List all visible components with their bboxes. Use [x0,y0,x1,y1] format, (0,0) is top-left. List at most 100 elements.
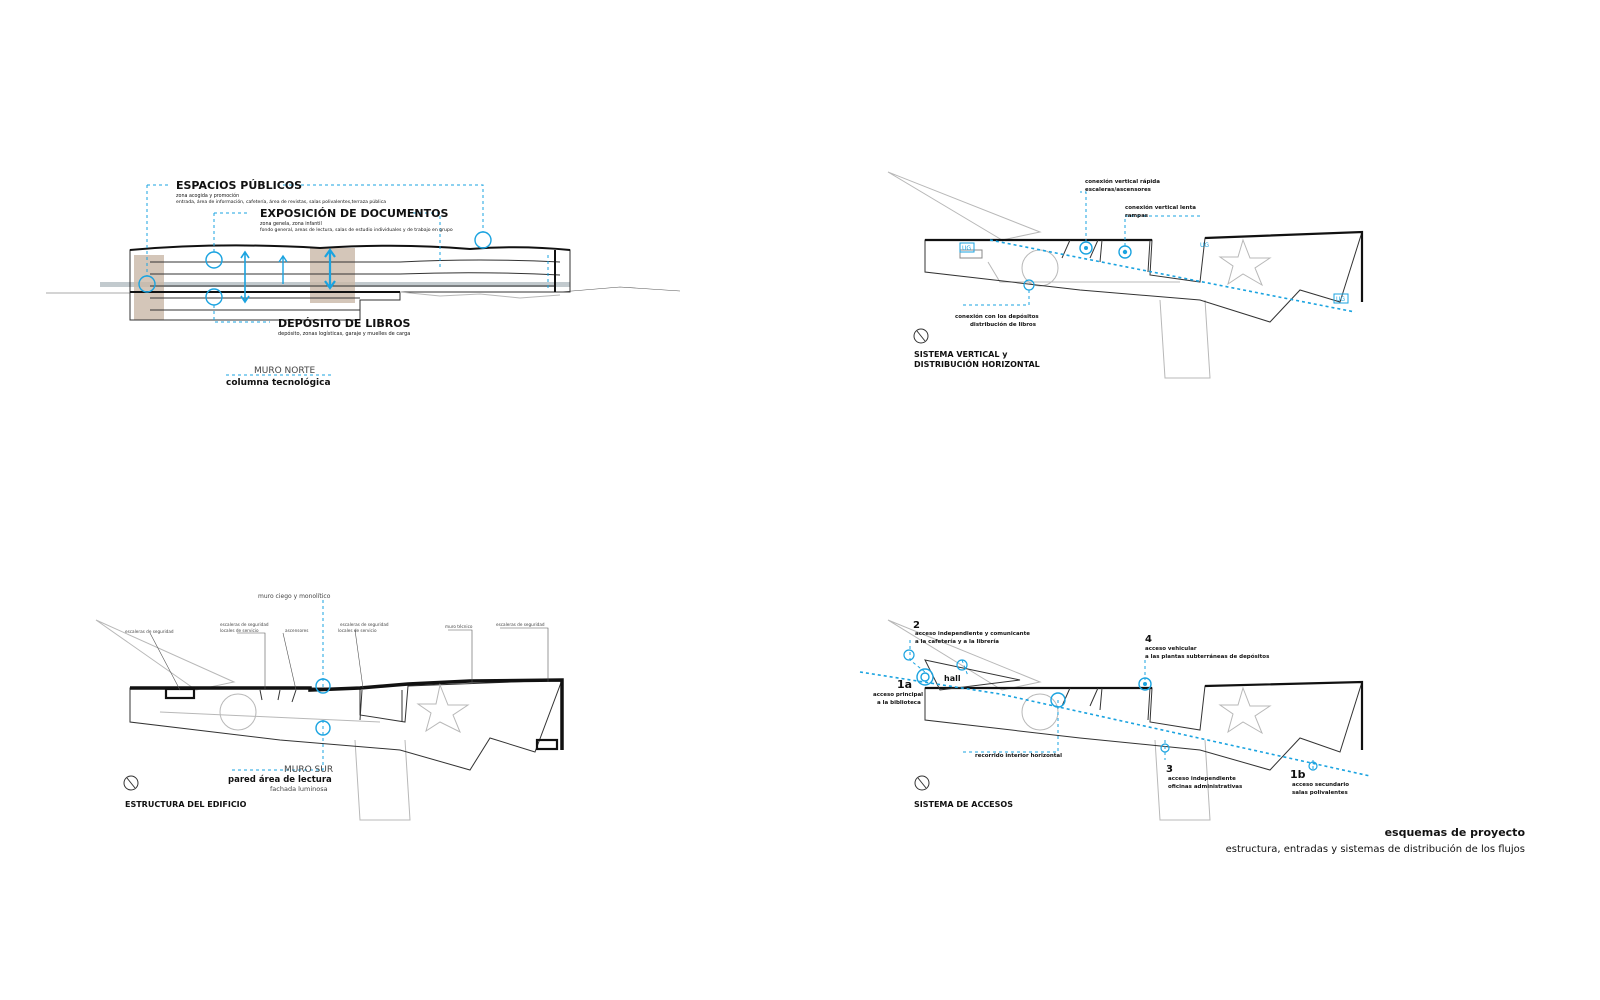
node-recorrido [1050,692,1066,708]
shade-mid [310,248,355,303]
node-1a-inner [920,672,930,682]
label-acceso-2-number: 2 [913,620,920,631]
plan-partitions [1061,239,1151,273]
plan-partitions [259,689,403,722]
caption-accesos: SISTEMA DE ACCESOS [914,800,1013,809]
node-1a-outer [916,668,934,686]
gray-structure [159,711,411,821]
caption-sistema-vertical-2: DISTRIBUCIÓN HORIZONTAL [914,358,1040,369]
label-deposito: DEPÓSITO DE LIBROS [278,317,411,330]
shade-left [134,255,164,320]
stair-box-left [164,687,196,700]
panel-estructura: muro ciego y monolítico escaleras de seg… [95,593,564,821]
label-locales-servicio-2: locales de servicio [338,628,377,633]
gray-structure [987,261,1211,379]
label-acceso-3-number: 3 [1166,764,1173,775]
footer-title: esquemas de proyecto [1385,826,1526,839]
floor-slabs [150,259,561,311]
label-exposicion-sub1: zona genela, zona infantil [260,221,322,227]
label-acceso-2-text1: acceso independiente y comunicante [915,631,1030,637]
label-exposicion: EXPOSICIÓN DE DOCUMENTOS [260,207,448,220]
label-lenta-1: conexión vertical lenta [1125,204,1196,211]
label-hall: hall [944,674,961,683]
north-arrow-icon [123,775,139,791]
node-rapida-dot [1084,246,1088,250]
plan-outline [924,231,1363,323]
label-acceso-1b-text1: acceso secundario [1292,782,1349,788]
label-rapida-1: conexión vertical rápida [1085,178,1160,185]
arrow-vertical-1 [240,250,250,304]
panel-muro-norte: ESPACIOS PÚBLICOS zona acogida y promoci… [46,179,681,388]
label-acceso-4-text1: acceso vehicular [1145,646,1197,652]
caption-muro-norte: MURO NORTE [254,366,315,376]
leader-lines [149,627,549,691]
ground-slab [130,250,556,293]
route-cafeteria [909,640,969,677]
plan-box [959,249,983,259]
label-acceso-1a-number: 1a [897,678,912,691]
label-espacios-sub1: zona acogida y promoción [176,192,239,199]
label-fachada: fachada luminosa [270,785,328,793]
footer-subtitle: estructura, entradas y sistemas de distr… [1226,843,1525,855]
wedge-roof [887,171,1042,241]
plan-partitions [1061,687,1151,721]
badge-left-text: UG [962,245,971,252]
label-acceso-1a-text2: a la biblioteca [877,700,921,706]
label-locales-servicio-1: locales de servicio [220,628,259,633]
blue-wall-link [230,600,324,771]
north-arrow-icon [914,775,930,791]
label-recorrido: recorrido interior horizontal [975,753,1062,759]
badge-right [1333,293,1349,304]
node-4-dot [1143,682,1147,686]
label-acceso-1b-number: 1b [1290,768,1306,781]
plan-thick-wall [130,678,564,750]
node-espacios [138,275,156,293]
star-shape [416,683,470,734]
link-deposito [213,305,270,323]
horizontal-distribution-axis [989,239,1356,313]
stair-box-right [535,738,559,751]
arrow-vertical-2 [324,248,336,290]
plan-outline [924,681,1363,771]
gray-structure [1154,739,1211,821]
label-deposito-sub: depósito, zonas logísticas, garaje y mue… [278,330,410,337]
node-pared-lectura [315,720,331,736]
label-acceso-3-text2: oficinas administrativas [1168,784,1243,790]
label-pared-lectura: pared área de lectura [228,775,332,785]
wedge-roof [887,619,1042,691]
label-acceso-4-text2: a las plantas subterráneas de depósitos [1145,653,1270,660]
label-acceso-4-number: 4 [1145,634,1152,645]
link-espacios [146,184,484,276]
label-escaleras-seguridad-1: escaleras de seguridad [125,629,174,634]
label-espacios-publicos: ESPACIOS PÚBLICOS [176,179,302,192]
label-muro-sur: MURO SUR [284,765,333,775]
node-2b [956,659,968,671]
node-lenta-dot [1122,249,1128,255]
node-deposito [205,288,223,306]
wedge-roof [95,619,236,691]
vertical-leaders [960,191,1200,306]
north-arrow-icon [913,328,929,344]
node-terraza [474,231,492,249]
route-recorrido [962,700,1059,753]
panel-sistema-vertical: UG UG UG conexión vertical rápida escale… [887,171,1364,379]
label-exposicion-sub2: fondo general, areas de lectura, salas d… [260,227,453,233]
panel-accesos: 2 acceso independiente y comunicante a l… [859,619,1371,821]
hall-wedge [924,659,1021,691]
terrain-right [399,291,561,299]
node-muro-ciego [315,678,331,694]
roof-slab [129,244,571,251]
badge-left [959,242,975,253]
label-escaleras-seguridad-4: escaleras de seguridad [496,622,545,627]
label-acceso-1b-text2: salas polivalentes [1292,790,1348,796]
label-escaleras-seguridad-3: escaleras de seguridad [340,622,389,627]
label-lenta-2: rampas [1125,213,1149,219]
node-3 [1160,743,1170,753]
badge-mid-text: UG [1200,242,1209,249]
label-muro-ciego: muro ciego y monolítico [258,593,331,600]
star-shape [1218,686,1272,735]
caption-sistema-vertical-1: SISTEMA VERTICAL y [914,350,1008,359]
badge-right-text: UG [1336,296,1345,303]
ground-line [46,286,681,294]
